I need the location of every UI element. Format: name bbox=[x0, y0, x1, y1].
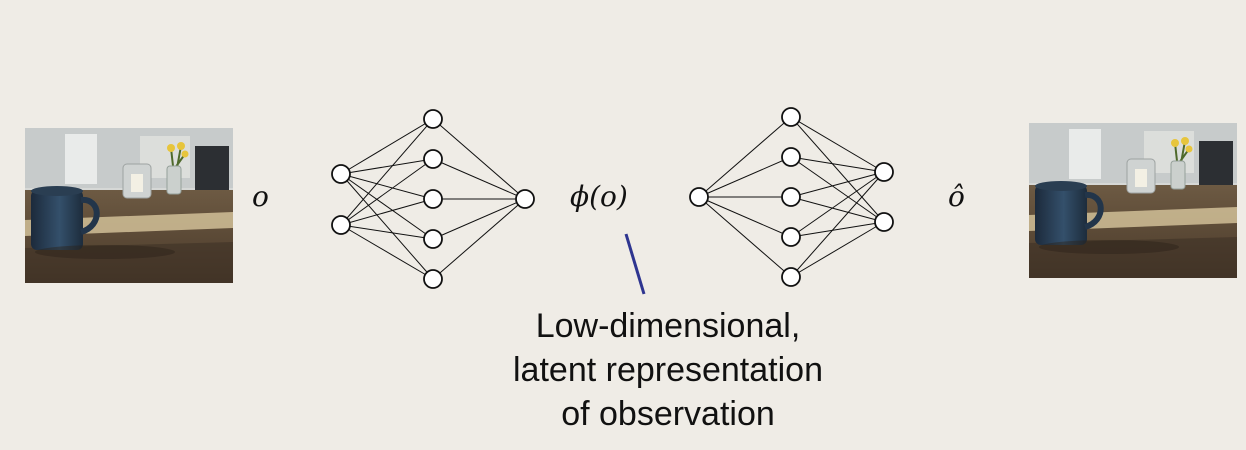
encoder-network bbox=[331, 109, 535, 289]
decoder-hidden-node bbox=[781, 267, 801, 287]
caption-line-2: latent representation bbox=[513, 351, 823, 389]
decoder-input-node bbox=[689, 187, 709, 207]
encoder-hidden-node bbox=[423, 109, 443, 129]
caption-line-1: Low-dimensional, bbox=[535, 307, 801, 345]
caption-line-3: of observation bbox=[561, 395, 775, 433]
decoder-output-node bbox=[874, 162, 894, 182]
encoder-hidden-node bbox=[423, 269, 443, 289]
output-image bbox=[1029, 123, 1237, 278]
encoder-nodes bbox=[331, 109, 535, 289]
input-image bbox=[25, 128, 233, 283]
input-label: o bbox=[252, 180, 269, 213]
decoder-hidden-node bbox=[781, 107, 801, 127]
output-label: ô bbox=[948, 180, 965, 213]
decoder-nodes bbox=[689, 107, 894, 287]
latent-label: ϕ(o) bbox=[570, 180, 628, 213]
caption-pointer-line bbox=[624, 233, 646, 295]
encoder-input-node bbox=[331, 164, 351, 184]
encoder-input-node bbox=[331, 215, 351, 235]
decoder-edges bbox=[698, 116, 885, 278]
encoder-edges bbox=[340, 118, 526, 280]
encoder-output-node bbox=[515, 189, 535, 209]
decoder-network bbox=[689, 107, 894, 287]
encoder-hidden-node bbox=[423, 229, 443, 249]
decoder-output-node bbox=[874, 212, 894, 232]
decoder-hidden-node bbox=[781, 187, 801, 207]
decoder-hidden-node bbox=[781, 227, 801, 247]
encoder-hidden-node bbox=[423, 189, 443, 209]
latent-caption: Low-dimensional, latent representation o… bbox=[440, 304, 896, 436]
decoder-hidden-node bbox=[781, 147, 801, 167]
encoder-hidden-node bbox=[423, 149, 443, 169]
